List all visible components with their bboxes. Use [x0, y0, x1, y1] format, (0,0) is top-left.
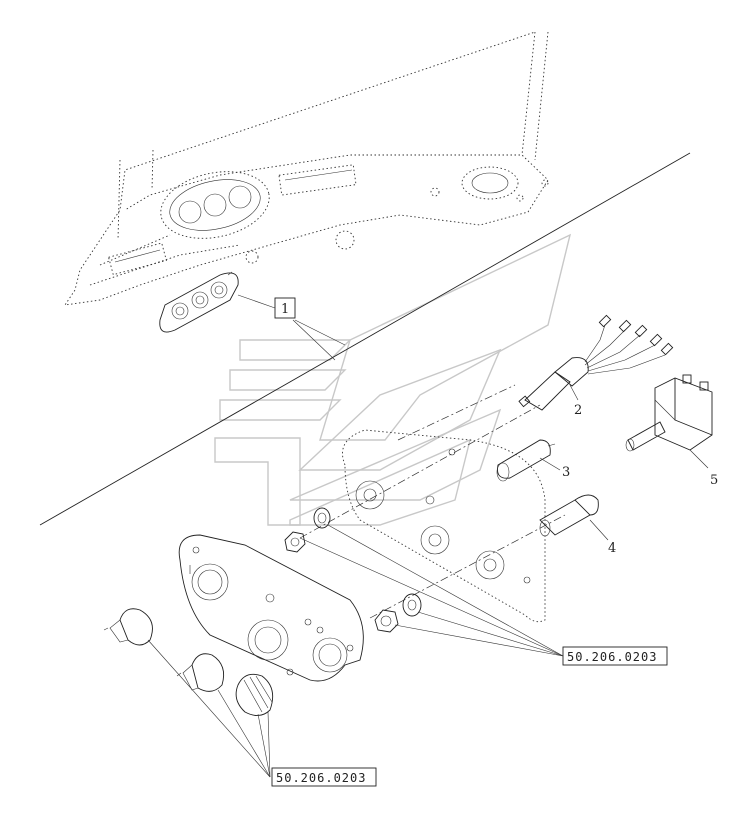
front-fascia-plate	[178, 534, 364, 682]
svg-text:4: 4	[608, 541, 616, 556]
knob-middle	[176, 653, 225, 692]
rear-mounting-plate	[342, 429, 546, 623]
part-3-cylinder: 3	[496, 439, 570, 482]
watermark-logo	[214, 233, 572, 526]
knob-right	[235, 673, 274, 716]
svg-text:2: 2	[574, 403, 582, 418]
part-2-switch-with-wires: 2	[518, 314, 674, 418]
reference-box-right: 50.206.0203	[299, 524, 668, 666]
section-divider-line	[39, 152, 691, 526]
callout-1: 1	[237, 294, 346, 361]
svg-text:50.206.0203: 50.206.0203	[276, 771, 366, 785]
svg-text:3: 3	[562, 465, 570, 480]
axis-line-3	[397, 384, 516, 441]
part-4-knob-shaft: 4	[539, 494, 616, 556]
axis-line-1	[299, 404, 541, 539]
svg-text:50.206.0203: 50.206.0203	[567, 650, 657, 664]
axis-line-2	[369, 514, 566, 619]
reference-box-bottom: 50.206.0203	[147, 639, 377, 787]
panel-location-small	[159, 271, 239, 333]
svg-text:1: 1	[281, 302, 289, 317]
dashboard-overview	[64, 31, 549, 306]
nut-washer-upper	[284, 507, 331, 553]
knob-upper-left	[103, 608, 153, 646]
part-5-rotary-control: 5	[625, 374, 718, 488]
svg-text:5: 5	[710, 473, 718, 488]
nut-washer-lower	[374, 593, 422, 633]
